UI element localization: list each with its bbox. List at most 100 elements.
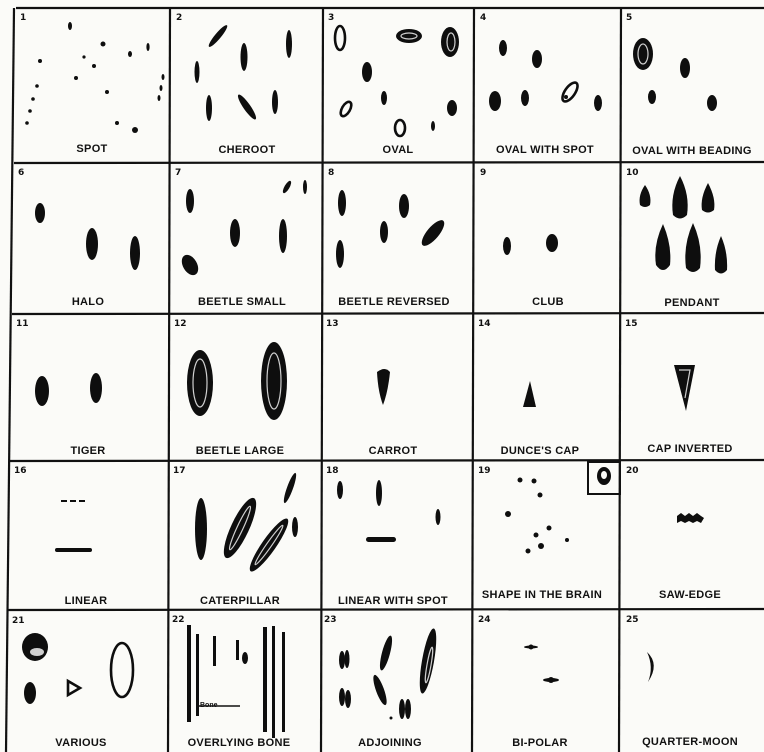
cell-number: 25 [626,615,639,625]
cell-label: OVERLYING BONE [188,737,291,749]
cell-label: LINEAR WITH SPOT [338,595,448,607]
saw-edge-specimens [677,513,704,523]
cell-caterpillar: 17 CATERPILLAR [173,466,298,607]
cell-linear-with-spot: 18 LINEAR WITH SPOT [326,466,448,607]
oval-with-beading-specimens [633,38,717,111]
linear-with-spot-specimens [337,480,441,542]
halo-specimens [35,203,140,270]
caterpillar-specimens [195,472,298,575]
spot-specimens [25,22,164,133]
cell-number: 23 [324,615,337,625]
cell-label: SPOT [76,143,107,155]
bone-caption: Bone [200,702,218,709]
cell-number: 11 [16,319,29,329]
cell-halo: 6 HALO [18,168,140,308]
bi-polar-specimens [524,645,559,684]
cell-label: BEETLE LARGE [196,445,285,457]
cell-number: 1 [20,13,26,23]
cell-oval: 3 OVAL [328,13,459,156]
cell-number: 9 [480,168,486,178]
cell-number: 2 [176,13,182,23]
cell-tiger: 11 TIGER [16,319,106,457]
shape-in-the-brain-specimens [505,478,569,554]
cell-label: ADJOINING [358,737,422,749]
cell-label: TIGER [70,445,105,457]
cell-cap-inverted: 15 CAP INVERTED [625,319,733,455]
cell-label: CARROT [369,445,418,457]
oval-specimens [335,26,459,136]
beetle-reversed-specimens [336,190,448,268]
tiger-specimens [35,373,102,406]
cell-label: BEETLE SMALL [198,296,286,308]
cell-number: 13 [326,319,339,329]
cell-number: 16 [14,466,27,476]
cell-quarter-moon: 25 QUARTER-MOON [626,615,738,748]
cell-label: SHAPE IN THE BRAIN [482,589,602,601]
cell-number: 20 [626,466,639,476]
cell-adjoining: 23 ADJOINING [324,615,440,749]
cell-label: HALO [72,296,105,308]
cell-number: 4 [480,13,486,23]
cell-oval-with-beading: 5 OVAL WITH BEADING [626,13,752,157]
cell-number: 8 [328,168,334,178]
cell-linear: 16 LINEAR [14,466,107,607]
cheroot-specimens [195,23,293,121]
cell-spot: 1 SPOT [20,13,165,155]
quarter-moon-specimens [647,652,654,682]
cell-label: BI-POLAR [512,737,568,749]
cell-beetle-large: 12 BEETLE LARGE [174,319,287,457]
cell-beetle-small: 7 BEETLE SMALL [175,168,307,308]
cell-number: 14 [478,319,491,329]
cell-number: 24 [478,615,491,625]
cell-saw-edge: 20 SAW-EDGE [626,466,721,601]
cell-number: 19 [478,466,491,476]
cell-dunces-cap: 14 DUNCE'S CAP [478,319,579,457]
cell-label: QUARTER-MOON [642,736,738,748]
club-specimens [503,234,558,255]
cell-label: DUNCE'S CAP [501,445,580,457]
linear-specimens [55,500,92,552]
cell-number: 6 [18,168,24,178]
brain-inset [588,462,620,494]
cell-label: CHEROOT [218,144,275,156]
dunces-cap-specimens [523,381,536,407]
cell-beetle-reversed: 8 BEETLE REVERSED [328,168,450,308]
cell-bi-polar: 24 BI-POLAR [478,615,568,749]
cell-label: PENDANT [664,297,719,309]
cell-cheroot: 2 CHEROOT [176,13,292,156]
cell-number: 3 [328,13,334,23]
overlying-bone-specimens: Bone [187,625,285,738]
cell-carrot: 13 CARROT [326,319,417,457]
pendant-specimens [640,176,728,274]
cell-shape-in-the-brain: 19 SHAPE IN THE BRAIN [478,462,620,601]
cell-number: 21 [12,616,25,626]
cell-number: 10 [626,168,639,178]
cell-label: OVAL WITH BEADING [632,145,752,157]
carrot-specimens [377,369,390,405]
cell-label: CATERPILLAR [200,595,280,607]
cell-number: 15 [625,319,638,329]
cell-number: 17 [173,466,186,476]
cell-label: VARIOUS [55,737,106,749]
cell-number: 18 [326,466,339,476]
cell-label: CAP INVERTED [647,443,732,455]
cell-label: OVAL [383,144,414,156]
cell-label: SAW-EDGE [659,589,721,601]
adjoining-specimens [339,627,440,719]
cell-number: 7 [175,168,181,178]
cell-oval-with-spot: 4 OVAL WITH SPOT [480,13,602,156]
cell-various: 21 VARIOUS [12,616,133,749]
cell-label: CLUB [532,296,564,308]
cell-number: 5 [626,13,632,23]
cell-number: 12 [174,319,187,329]
beetle-small-specimens [178,180,307,278]
cell-overlying-bone: 22 Bone OVERLYING BONE [172,615,290,749]
cell-number: 22 [172,615,185,625]
cell-label: BEETLE REVERSED [338,296,449,308]
oval-with-spot-specimens [489,40,602,111]
cell-club: 9 CLUB [480,168,564,308]
cap-inverted-specimens [674,365,695,411]
cell-label: LINEAR [65,595,108,607]
